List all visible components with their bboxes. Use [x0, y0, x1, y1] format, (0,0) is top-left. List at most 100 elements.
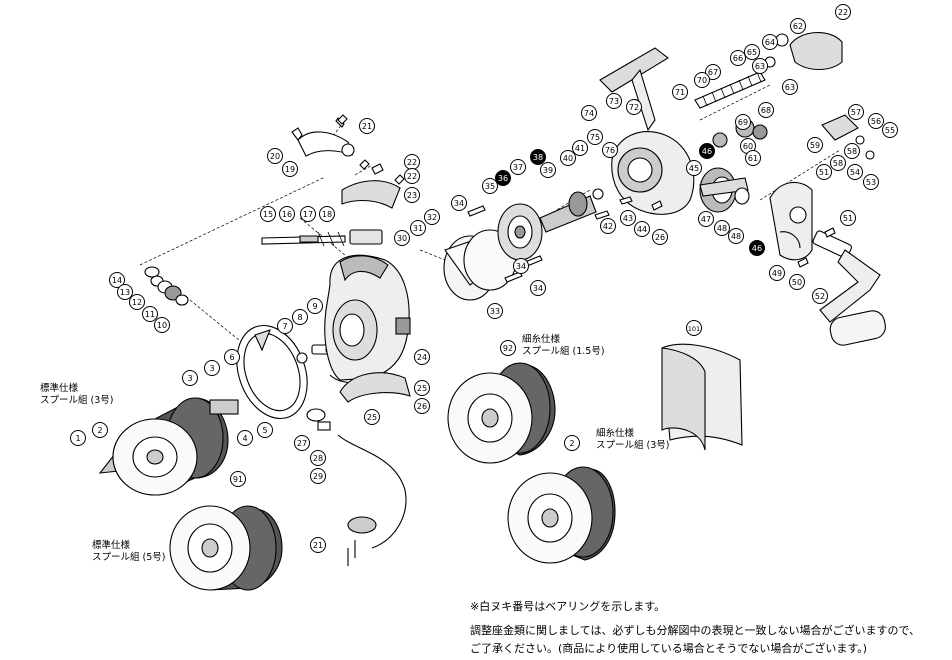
part-callout: 43: [620, 210, 636, 226]
callout-number: 71: [675, 88, 685, 97]
spool-label-standard-3: 標準仕様 スプール組 (3号): [40, 383, 113, 407]
spool-label-line: 細糸仕様: [522, 334, 561, 345]
part-callout: 34: [530, 280, 546, 296]
part-callout: 5: [257, 422, 273, 438]
spool-standard-3: [98, 397, 239, 496]
part-callout: 57: [848, 104, 864, 120]
spool-label-fine-3: 細糸仕様 スプール組 (3号): [596, 428, 669, 452]
spool-label-line: 標準仕様: [40, 383, 79, 394]
part-callout: 49: [769, 265, 785, 281]
callout-number: 92: [503, 344, 513, 353]
callout-number: 9: [312, 302, 317, 311]
part-callout: 34: [513, 258, 529, 274]
callout-number: 63: [785, 83, 795, 92]
callout-number: 63: [755, 62, 765, 71]
disclaimer-line-1: 調整座金類に関しましては、必ずしも分解図中の表現と一致しない場合がございますので…: [470, 624, 921, 637]
part-callout: 39: [540, 162, 556, 178]
part-callout: 75: [587, 129, 603, 145]
callout-number: 46: [702, 147, 712, 156]
callout-number: 67: [708, 68, 718, 77]
callout-number: 29: [313, 472, 323, 481]
callout-number: 3: [187, 374, 192, 383]
callout-number: 22: [838, 8, 848, 17]
bearing-callout: 36: [495, 170, 511, 186]
bail-wire: [337, 434, 407, 558]
part-callout: 16: [279, 206, 295, 222]
callout-number: 44: [637, 225, 647, 234]
reel-body: [599, 47, 695, 215]
part-callout: 6: [224, 349, 240, 365]
stopper-parts: [821, 114, 875, 160]
callout-number: 57: [851, 108, 861, 117]
part-callout: 22: [835, 4, 851, 20]
part-callout: 48: [714, 220, 730, 236]
pinion-gear: [539, 188, 604, 233]
part-callout: 64: [762, 34, 778, 50]
callout-number: 53: [866, 178, 876, 187]
callout-number: 10: [157, 321, 167, 330]
callout-number: 51: [819, 168, 829, 177]
callout-number: 52: [815, 292, 825, 301]
part-callout: 66: [730, 50, 746, 66]
callout-number: 18: [322, 210, 332, 219]
callout-number: 33: [490, 307, 500, 316]
part-callout: 25: [414, 380, 430, 396]
callout-number: 1: [75, 434, 80, 443]
drive-gear: [699, 167, 750, 213]
part-callout: 61: [745, 150, 761, 166]
part-callout: 22: [404, 154, 420, 170]
part-callout: 4: [237, 430, 253, 446]
callout-number: 31: [413, 224, 423, 233]
callout-number: 43: [623, 214, 633, 223]
part-callout: 101: [686, 320, 702, 336]
callout-number: 6: [229, 353, 234, 362]
part-callout: 52: [812, 288, 828, 304]
spool-label-line: 細糸仕様: [596, 428, 635, 439]
callout-number: 58: [833, 159, 843, 168]
part-callout: 20: [267, 148, 283, 164]
callout-number: 48: [731, 232, 741, 241]
callout-number: 2: [569, 439, 574, 448]
part-callout: 45: [686, 160, 702, 176]
callout-number: 26: [417, 402, 427, 411]
callout-number: 22: [407, 158, 417, 167]
callout-number: 39: [543, 166, 553, 175]
rear-cap: [764, 32, 843, 71]
part-callout: 15: [260, 206, 276, 222]
callout-number: 30: [397, 234, 407, 243]
callout-number: 45: [689, 164, 699, 173]
callout-number: 15: [263, 210, 273, 219]
spool-label-standard-5: 標準仕様 スプール組 (5号): [92, 540, 165, 564]
part-callout: 18: [319, 206, 335, 222]
spool-label-fine-1-5: 細糸仕様 スプール組 (1.5号): [522, 334, 605, 358]
spool-label-line: 標準仕様: [92, 540, 131, 551]
rotor-nut-washers: [144, 266, 189, 306]
callout-number: 14: [112, 276, 122, 285]
callout-number: 70: [697, 76, 707, 85]
part-callout: 9: [307, 298, 323, 314]
callout-number: 59: [810, 141, 820, 150]
spool-fine-3: [507, 466, 616, 564]
callout-number: 34: [454, 199, 464, 208]
callout-number: 65: [747, 48, 757, 57]
part-callout: 28: [310, 450, 326, 466]
part-callout: 54: [847, 164, 863, 180]
callout-number: 20: [270, 152, 280, 161]
bearing-callout: 38: [530, 149, 546, 165]
callout-number: 3: [209, 364, 214, 373]
part-callout: 74: [581, 105, 597, 121]
part-callout: 70: [694, 72, 710, 88]
part-callout: 69: [735, 114, 751, 130]
callout-number: 75: [590, 133, 600, 142]
callout-number: 101: [688, 325, 700, 333]
bail-ring: [236, 324, 308, 420]
part-callout: 58: [844, 143, 860, 159]
part-callout: 72: [626, 99, 642, 115]
spool-fine-1-5: [447, 362, 556, 464]
part-callout: 65: [744, 44, 760, 60]
part-callout: 1: [70, 430, 86, 446]
callout-number: 7: [282, 322, 287, 331]
part-callout: 47: [698, 211, 714, 227]
part-callout: 58: [830, 155, 846, 171]
callout-number: 32: [427, 213, 437, 222]
